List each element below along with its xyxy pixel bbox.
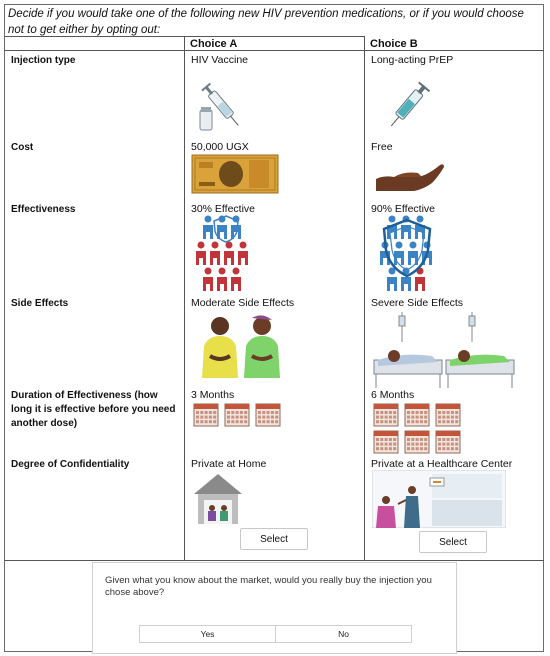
no-button[interactable]: No — [275, 625, 412, 643]
infected-person-icon — [231, 267, 241, 291]
header-bottom-line — [4, 50, 544, 51]
infected-person-icon — [238, 241, 248, 265]
calendar-icon — [193, 403, 219, 427]
infected-person-icon — [210, 241, 220, 265]
choice-b-cost: Free — [371, 141, 393, 153]
calendar-icon — [435, 403, 461, 427]
calendar-icon — [404, 430, 430, 454]
duration-b-calendars — [373, 403, 461, 454]
choice-a-duration: 3 Months — [191, 389, 235, 401]
prep-syringe-icon — [390, 81, 430, 127]
calendar-icon — [373, 403, 399, 427]
banknote-icon — [191, 154, 279, 194]
infected-person-icon — [196, 241, 206, 265]
calendar-icon — [373, 430, 399, 454]
follow-up-question: Given what you know about the market, wo… — [105, 575, 432, 598]
calendar-icon — [255, 403, 281, 427]
choice-b-duration: 6 Months — [371, 389, 415, 401]
yes-button[interactable]: Yes — [139, 625, 276, 643]
column-header-choice-a: Choice A — [190, 38, 238, 50]
choice-a-injection-type: HIV Vaccine — [191, 54, 248, 66]
healthcare-center-illustration — [372, 470, 506, 528]
infected-person-icon — [203, 267, 213, 291]
choice-a-effectiveness: 30% Effective — [191, 203, 256, 215]
choice-a-confidentiality: Private at Home — [191, 458, 267, 470]
select-choice-a-button[interactable]: Select — [240, 528, 308, 550]
select-choice-b-button[interactable]: Select — [419, 531, 487, 553]
duration-a-calendars — [193, 403, 281, 427]
follow-up-panel: Given what you know about the market, wo… — [92, 562, 457, 654]
row-label-effectiveness: Effectiveness — [11, 204, 76, 215]
moderate-side-effects-illustration — [202, 315, 280, 378]
calendar-icon — [224, 403, 250, 427]
question-prompt: Decide if you would take one of the foll… — [8, 8, 524, 36]
choice-b-injection-type: Long-acting PrEP — [371, 54, 454, 66]
column-divider-a — [184, 36, 185, 560]
choice-a-cost: 50,000 UGX — [191, 141, 249, 153]
protected-person-icon — [387, 267, 397, 291]
column-divider-b — [364, 36, 365, 560]
open-hand-icon — [376, 164, 444, 191]
large-shield-icon — [382, 218, 432, 278]
effectiveness-a-people-grid — [196, 215, 248, 291]
infected-person-icon — [224, 241, 234, 265]
table-bottom-line — [4, 560, 544, 561]
infected-person-icon — [217, 267, 227, 291]
choice-b-effectiveness: 90% Effective — [371, 203, 436, 215]
protected-person-icon — [408, 241, 418, 265]
severe-side-effects-illustration — [373, 312, 515, 388]
row-label-cost: Cost — [11, 142, 34, 153]
row-label-side-effects: Side Effects — [11, 298, 69, 309]
column-header-choice-b: Choice B — [370, 38, 418, 50]
protected-person-icon — [203, 215, 213, 239]
row-label-duration: Duration of Effectiveness (how long it i… — [11, 390, 176, 429]
row-label-confidentiality: Degree of Confidentiality — [11, 459, 130, 470]
choice-b-side-effects: Severe Side Effects — [371, 297, 464, 309]
choice-a-side-effects: Moderate Side Effects — [191, 297, 295, 309]
row-label-injection-type: Injection type — [11, 55, 76, 66]
home-icon — [194, 474, 242, 524]
small-shield-icon — [213, 215, 239, 243]
choice-b-confidentiality: Private at a Healthcare Center — [371, 458, 513, 470]
calendar-icon — [404, 403, 430, 427]
calendar-icon — [435, 430, 461, 454]
vaccine-syringe-icon — [199, 82, 239, 131]
